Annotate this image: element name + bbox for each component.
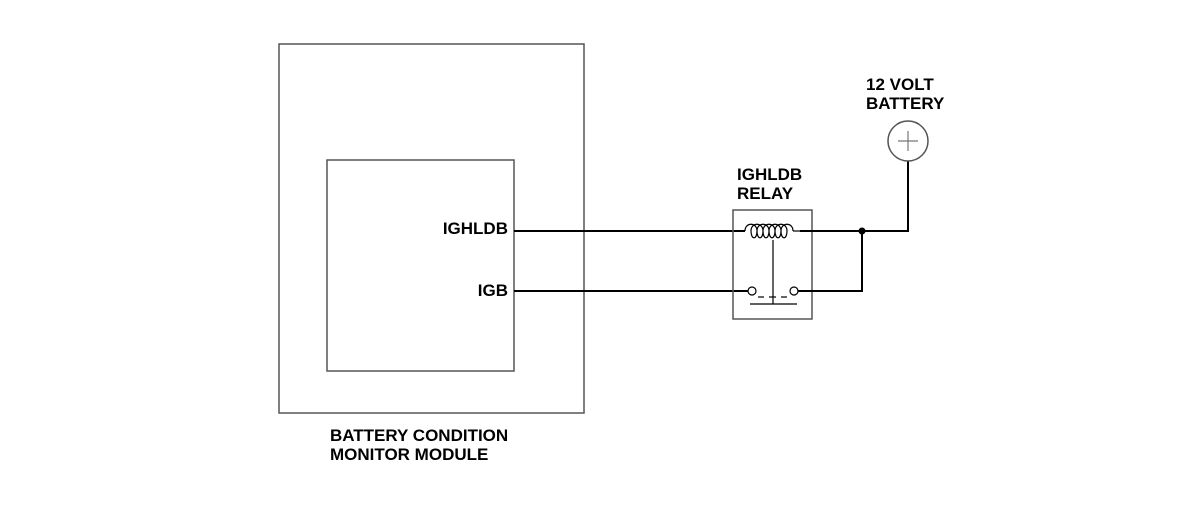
- relay-contact-right-icon: [789, 286, 799, 296]
- module-label-line1: BATTERY CONDITION: [330, 426, 508, 445]
- plus-icon: [898, 131, 918, 151]
- relay-contact-left-icon: [747, 286, 757, 296]
- module-inner-box: [326, 159, 515, 372]
- pin-label-ighldb: IGHLDB: [443, 219, 508, 238]
- relay-coil-icon: [744, 223, 800, 239]
- module-label-line2: MONITOR MODULE: [330, 445, 488, 464]
- module-outer-box: [278, 43, 585, 414]
- pin-label-igb: IGB: [478, 281, 508, 300]
- wire-coil-to-battery: [800, 161, 909, 232]
- junction-dot-icon: [858, 227, 866, 235]
- battery-label-line1: 12 VOLT: [866, 75, 934, 94]
- wire-switch-to-junction: [798, 231, 863, 292]
- relay-box: [732, 209, 813, 320]
- relay-label-line2: RELAY: [737, 184, 794, 203]
- relay-label-line1: IGHLDB: [737, 165, 802, 184]
- battery-label-line2: BATTERY: [866, 94, 945, 113]
